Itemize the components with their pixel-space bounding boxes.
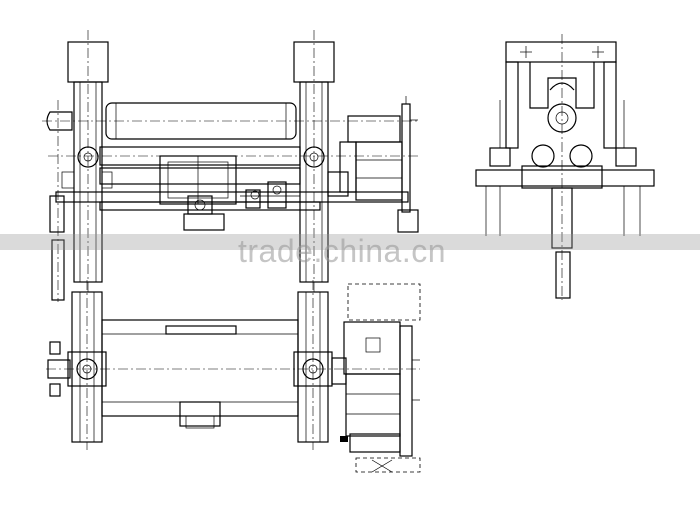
side-view: [475, 34, 655, 300]
front-view: [42, 30, 420, 302]
top-view: [46, 280, 421, 473]
watermark-text: trade.china.cn: [238, 233, 447, 269]
watermark-band: [0, 234, 700, 250]
